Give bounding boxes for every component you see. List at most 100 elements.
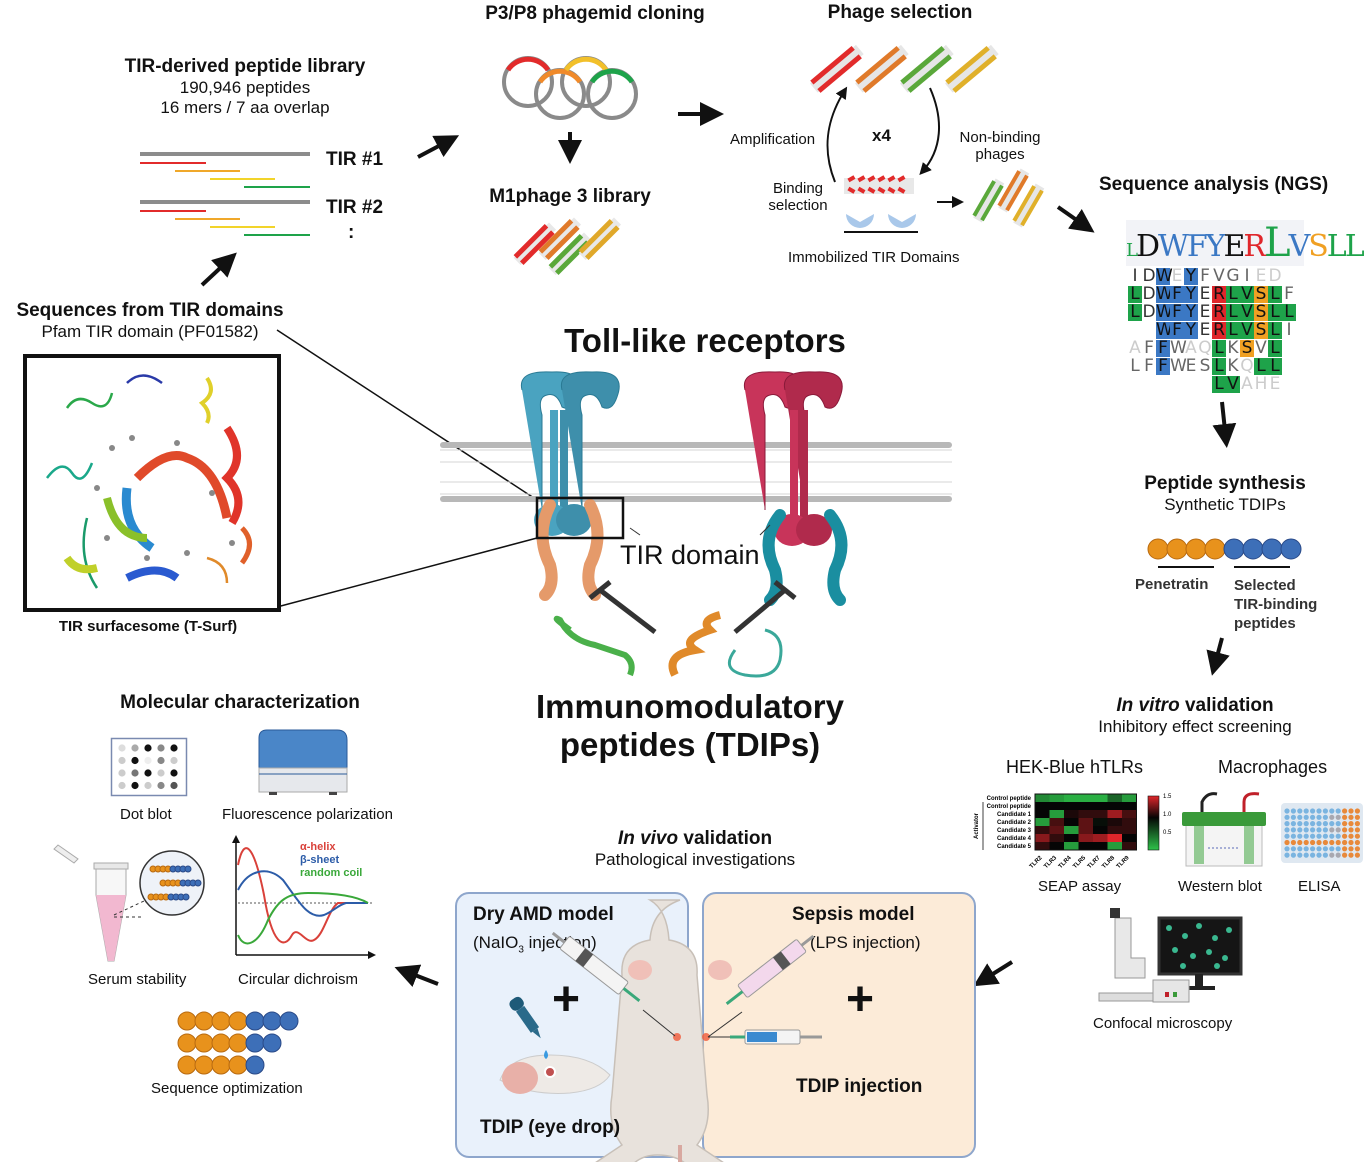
elisa-well [1348, 821, 1354, 827]
alignment-residue: L [1212, 358, 1226, 375]
elisa-well [1335, 814, 1341, 820]
elisa-well [1322, 846, 1328, 852]
non-binding-phages-icon [972, 168, 1045, 228]
dot-blot-spot [131, 756, 139, 765]
heatmap-cell [1078, 794, 1093, 802]
elisa-well [1284, 808, 1290, 814]
arrow-ngs-to-synthesis [1212, 401, 1237, 448]
elisa-well [1342, 833, 1348, 839]
dot-blot-label: Dot blot [120, 806, 172, 823]
penetratin-bead [194, 1055, 214, 1075]
heatmap-cell [1122, 818, 1137, 826]
elisa-plate-icon [1281, 803, 1363, 863]
arrow-synthesis-to-invitro [1206, 637, 1230, 676]
cd-label: Circular dichroism [238, 971, 359, 988]
elisa-well [1348, 846, 1354, 852]
heatmap-cell [1035, 826, 1050, 834]
sepsis-plus: + [846, 973, 875, 1026]
elisa-well [1335, 833, 1341, 839]
elisa-well [1354, 839, 1360, 846]
alignment-residue: K [1227, 338, 1239, 358]
alignment-residue: L [1268, 322, 1282, 339]
elisa-well [1297, 808, 1303, 814]
alignment-residue: L [1254, 358, 1268, 375]
alignment-residue: A [1241, 374, 1253, 394]
elisa-well [1290, 827, 1296, 833]
alignment-residue: Q [1198, 338, 1212, 358]
sepsis-title: Sepsis model [792, 904, 915, 925]
cloning-title: P3/P8 phagemid cloning [485, 3, 705, 24]
dot-blot-spot [131, 781, 139, 790]
alignment-residue: L [1128, 286, 1142, 303]
elisa-well [1348, 852, 1354, 858]
cd-spectrum-chart [232, 835, 376, 959]
alignment-residue: Q [1240, 356, 1254, 376]
seap-label: SEAP assay [1038, 878, 1122, 895]
elisa-well [1329, 808, 1335, 814]
elisa-well [1342, 827, 1348, 833]
tlr-title: Toll-like receptors [564, 322, 846, 359]
heatmap-cell [1035, 802, 1050, 810]
dot-blot-spot [157, 769, 165, 777]
alignment-residue: Y [1184, 302, 1198, 322]
alignment-residue: R [1212, 302, 1226, 322]
elisa-well [1329, 821, 1335, 827]
elisa-well [1310, 827, 1316, 833]
tsurf-caption: TIR surfacesome (T-Surf) [58, 618, 238, 635]
tir2-label: TIR #2 [326, 197, 384, 218]
tir-peptide-bead [182, 893, 190, 901]
alignment-residue: F [1170, 286, 1184, 303]
legend-alpha-helix: α-helix [300, 841, 336, 853]
alignment-residue: L [1130, 356, 1140, 376]
alignment-residue: L [1282, 304, 1296, 321]
elisa-well [1322, 821, 1328, 827]
elisa-well [1284, 821, 1290, 827]
phagemid-rings-icon [502, 56, 638, 120]
alignment-residue: I [1286, 320, 1292, 340]
alignment-residue: V [1240, 302, 1254, 322]
penetratin-bead [177, 1033, 197, 1053]
alignment-residue: D [1268, 266, 1282, 286]
heatmap-cell [1035, 810, 1050, 818]
alignment-residue: V [1240, 320, 1254, 340]
elisa-well [1348, 814, 1354, 820]
elisa-well [1290, 821, 1296, 827]
in-vivo-rest: validation [678, 828, 773, 849]
rounds-label: x4 [872, 126, 891, 145]
alignment-residue: E [1199, 320, 1211, 340]
alignment-residue: W [1156, 302, 1173, 322]
heatmap-cell [1093, 826, 1108, 834]
dot-blot-spot [170, 756, 178, 765]
elisa-well [1284, 846, 1290, 852]
elisa-well [1348, 833, 1354, 839]
heatmap-cell [1122, 834, 1137, 842]
heatmap-row-label: Candidate 3 [997, 828, 1032, 834]
seq-opt-label: Sequence optimization [151, 1080, 303, 1097]
elisa-well [1354, 827, 1360, 833]
penetratin-bead [194, 1011, 214, 1031]
sepsis-panel [702, 892, 976, 1158]
chain-underline [1158, 566, 1290, 568]
alignment-residue: S [1240, 338, 1254, 358]
heatmap-cell [1078, 834, 1093, 842]
heatmap-col-label: TLR7 [1087, 855, 1102, 870]
alignment-residue: L [1226, 322, 1240, 339]
tir-domain-orange-right [582, 499, 604, 601]
elisa-well [1322, 833, 1328, 839]
in-vivo-title: In vivo validation [540, 828, 850, 850]
elisa-well [1354, 852, 1360, 858]
alignment-residue: I [1244, 266, 1250, 286]
arrow-invivo-to-molecular [394, 964, 439, 987]
elisa-well [1354, 814, 1360, 820]
alignment-residue: H [1254, 374, 1268, 394]
elisa-well [1354, 808, 1360, 814]
western-blot-label: Western blot [1178, 878, 1262, 895]
heatmap-cell [1049, 802, 1064, 810]
arrow-invitro-to-invivo [973, 960, 1014, 987]
penetratin-bead [211, 1033, 231, 1053]
heatmap-colorbar [1147, 795, 1160, 851]
sequence-optimization-icon [177, 1011, 299, 1075]
alignment-residue: Y [1184, 266, 1198, 286]
elisa-well [1303, 821, 1309, 827]
